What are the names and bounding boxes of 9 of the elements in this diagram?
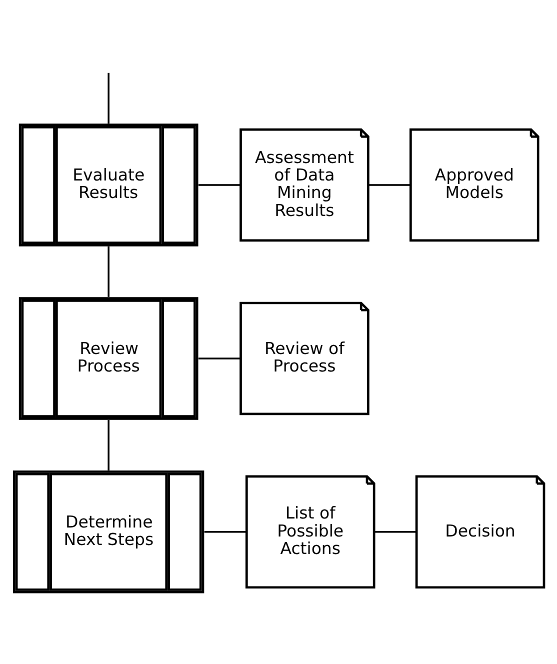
connector [374, 530, 416, 532]
node-box: Evaluate Results [18, 123, 198, 246]
connector [108, 72, 110, 124]
connector [108, 246, 110, 296]
connector [198, 357, 241, 359]
connector [108, 419, 110, 470]
connector [198, 184, 241, 186]
connector [368, 184, 410, 186]
connector [204, 530, 247, 532]
